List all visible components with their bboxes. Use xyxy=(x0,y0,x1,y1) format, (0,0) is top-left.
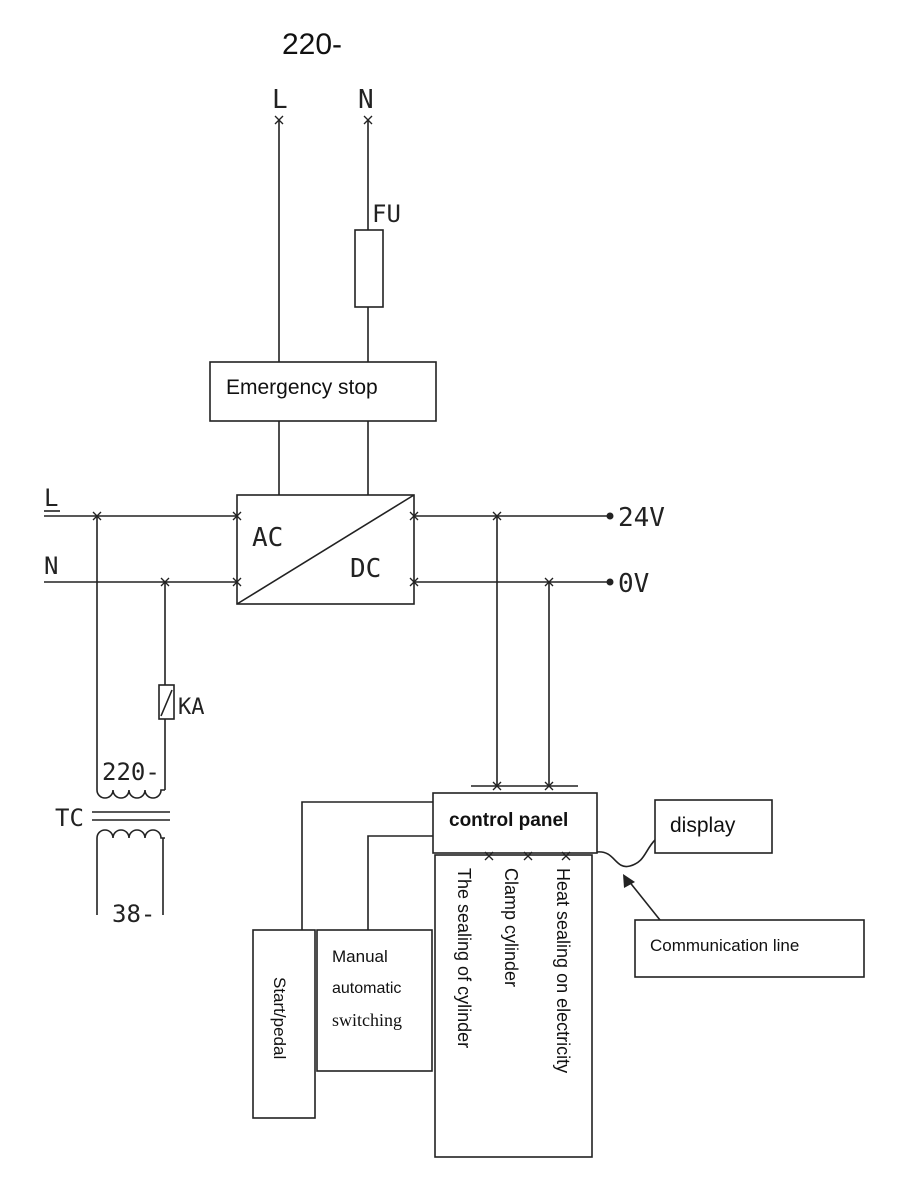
relay-label: KA xyxy=(178,695,205,720)
transformer-primary-label: 220- xyxy=(102,758,160,786)
outputs-box xyxy=(434,854,593,1158)
supply-line-label: L xyxy=(272,85,288,115)
transformer-secondary-label: 38- xyxy=(112,900,155,928)
dc-positive-terminal xyxy=(606,512,614,520)
output-clamp-cylinder-label: Clamp cylinder xyxy=(501,868,521,987)
communication-line-label: Communication line xyxy=(650,936,799,955)
bus-neutral-label: N xyxy=(44,552,58,580)
start-pedal-label: Start/pedal xyxy=(270,977,289,1059)
supply-voltage-label: 220- xyxy=(282,28,342,61)
communication-line-box xyxy=(634,919,865,978)
transformer-primary-coil xyxy=(96,789,165,799)
output-sealing-cylinder-label: The sealing of cylinder xyxy=(454,868,474,1048)
emergency-stop-label: Emergency stop xyxy=(226,376,378,399)
manual-switch-line3: switching xyxy=(332,1010,402,1030)
transformer-label: TC xyxy=(55,804,84,832)
output-marks xyxy=(484,851,571,861)
power-supply-dc-label: DC xyxy=(350,554,381,584)
supply-neutral-label: N xyxy=(358,85,374,115)
manual-switch-wire xyxy=(367,835,433,930)
transformer-secondary-coil xyxy=(96,829,165,839)
dc-zero-label: 0V xyxy=(618,569,649,599)
start-pedal-box xyxy=(252,929,316,1119)
panel-feed-marks xyxy=(492,781,554,791)
output-heat-sealing-label: Heat sealing on electricity xyxy=(553,868,573,1073)
relay-contact xyxy=(160,689,173,717)
communication-arrow-head xyxy=(623,874,635,888)
communication-line-curve xyxy=(596,839,656,868)
dc-zero-terminal xyxy=(606,578,614,586)
dc-junction-marks xyxy=(409,511,554,587)
control-panel-box xyxy=(432,792,598,854)
start-pedal-wire xyxy=(301,801,433,930)
fuse xyxy=(354,229,384,308)
display-label: display xyxy=(670,814,736,837)
manual-switch-line1: Manual xyxy=(332,947,388,966)
bus-line-label: L xyxy=(44,484,58,512)
dc-positive-label: 24V xyxy=(618,503,665,533)
communication-arrow-shaft xyxy=(627,879,661,921)
fuse-label: FU xyxy=(372,200,401,228)
power-supply-diagonal xyxy=(236,494,415,605)
power-supply-ac-label: AC xyxy=(252,523,283,553)
display-box xyxy=(654,799,773,854)
manual-switch-line2: automatic xyxy=(332,980,401,997)
emergency-stop-box xyxy=(209,361,437,422)
bus-junction-marks xyxy=(92,511,242,587)
manual-switch-box xyxy=(316,929,433,1072)
control-panel-label: control panel xyxy=(449,810,568,831)
